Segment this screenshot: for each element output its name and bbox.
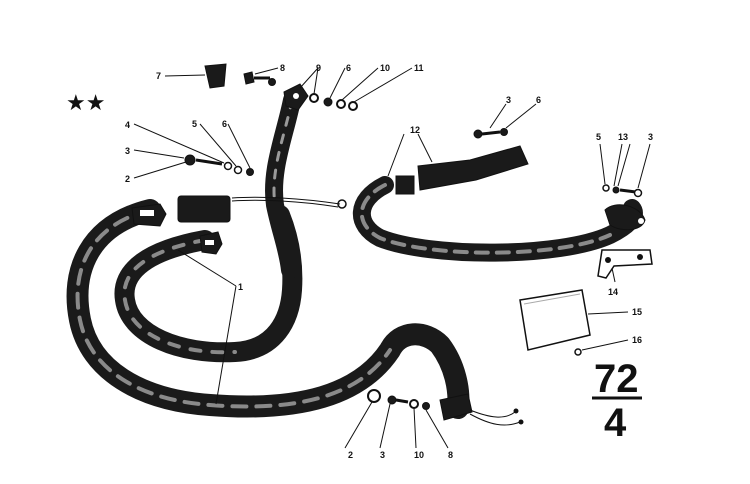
- callout-10-top: 10: [380, 63, 390, 73]
- screw-16: [574, 348, 582, 356]
- right-belt: [352, 145, 646, 262]
- callout-6-right-top: 6: [536, 95, 541, 105]
- group-number: 72 4: [592, 357, 642, 445]
- buckle-assembly: [131, 195, 231, 255]
- callout-labels: 7 8 9 6 10 11 4 5 6 3 2 3 6 12 5 13 3 1 …: [125, 63, 653, 460]
- lower-fitting: [439, 393, 524, 426]
- callout-3-right-top: 3: [506, 95, 511, 105]
- warning-cable: [231, 196, 347, 209]
- callout-6-left: 6: [222, 119, 227, 129]
- callout-5-left: 5: [192, 119, 197, 129]
- upper-anchor-belt: [265, 83, 309, 279]
- callout-1: 1: [238, 282, 243, 292]
- hardware-bottom: [367, 389, 430, 410]
- hardware-left: [184, 154, 254, 176]
- callout-11: 11: [414, 63, 424, 73]
- callout-3-far-right: 3: [648, 132, 653, 142]
- callout-6-top: 6: [346, 63, 351, 73]
- group-number-bottom: 4: [604, 401, 627, 445]
- lap-belt-long: [66, 199, 470, 419]
- hardware-far-right: [602, 184, 643, 198]
- callout-3-left: 3: [125, 146, 130, 156]
- callout-15: 15: [632, 307, 642, 317]
- callout-10-bottom: 10: [414, 450, 424, 460]
- callout-16: 16: [632, 335, 642, 345]
- callout-3-bottom: 3: [380, 450, 385, 460]
- callout-13: 13: [618, 132, 628, 142]
- callout-5-far-right: 5: [596, 132, 601, 142]
- callout-12: 12: [410, 125, 420, 135]
- leader-lines: [133, 67, 651, 449]
- bracket-14: [597, 249, 653, 279]
- callout-8-top: 8: [280, 63, 285, 73]
- callout-2-bottom: 2: [348, 450, 353, 460]
- hardware-top: [204, 63, 358, 111]
- callout-4: 4: [125, 120, 130, 130]
- callout-8-bottom: 8: [448, 450, 453, 460]
- callout-2-left: 2: [125, 174, 130, 184]
- callout-9: 9: [316, 63, 321, 73]
- star-marking: ★★: [66, 91, 105, 116]
- label-plate-15: [519, 289, 591, 351]
- callout-14: 14: [608, 287, 618, 297]
- hardware-right-top: [473, 128, 508, 139]
- callout-7: 7: [156, 71, 161, 81]
- group-number-top: 72: [594, 357, 639, 401]
